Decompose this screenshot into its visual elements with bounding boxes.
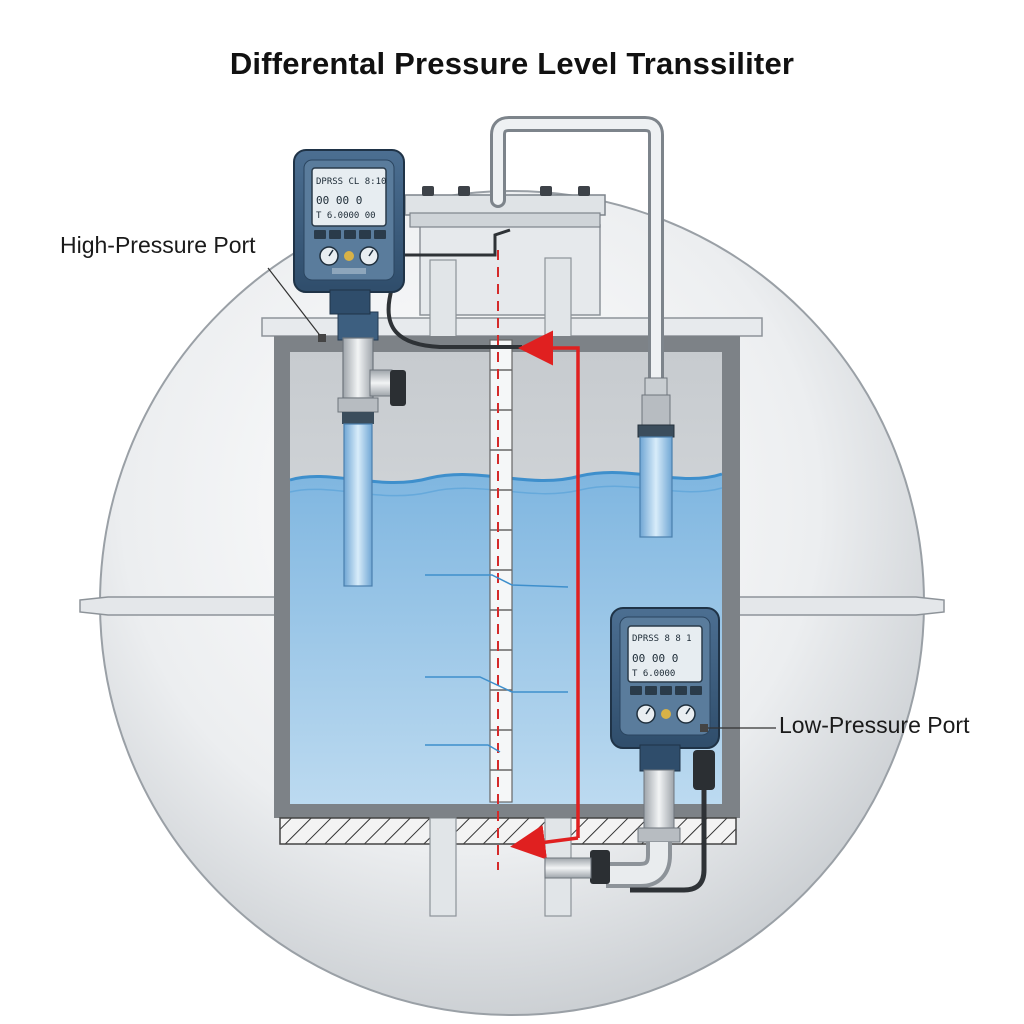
diagram-title: Differental Pressure Level Transsiliter (229, 46, 795, 81)
callout-line-low (700, 724, 776, 732)
svg-text:00 00 0: 00 00 0 (316, 194, 362, 207)
gauge-icon (636, 704, 696, 724)
svg-text:00 00 0: 00 00 0 (632, 652, 678, 665)
low-pressure-transmitter: DPRSS 8 8 1 00 00 0 T 6.0000 (544, 607, 720, 893)
callout-line-high (267, 267, 326, 342)
svg-text:DPRSS 8 8 1: DPRSS 8 8 1 (632, 634, 692, 644)
signal-cable-top (405, 228, 511, 257)
gauge-icon (319, 246, 379, 266)
high-pressure-port-label: High-Pressure Port (60, 232, 256, 258)
flow-arrow-icon (510, 330, 580, 860)
level-scale-tube (425, 250, 569, 870)
high-pressure-probe (337, 311, 406, 587)
svg-text:T 6.0000: T 6.0000 (632, 669, 675, 679)
impulse-line-top (490, 116, 675, 538)
high-pressure-transmitter: DPRSS CL 8:10 00 00 0 T 6.0000 00 (293, 149, 405, 315)
transmitter-display-icon: DPRSS CL 8:10 00 00 0 T 6.0000 00 (311, 167, 387, 227)
signal-cable-high (386, 287, 522, 349)
transmitter-display-icon: DPRSS 8 8 1 00 00 0 T 6.0000 (627, 625, 703, 683)
svg-text:T 6.0000 00: T 6.0000 00 (316, 211, 376, 221)
svg-text:DPRSS CL 8:10: DPRSS CL 8:10 (316, 177, 386, 187)
low-pressure-port-label: Low-Pressure Port (779, 712, 970, 738)
